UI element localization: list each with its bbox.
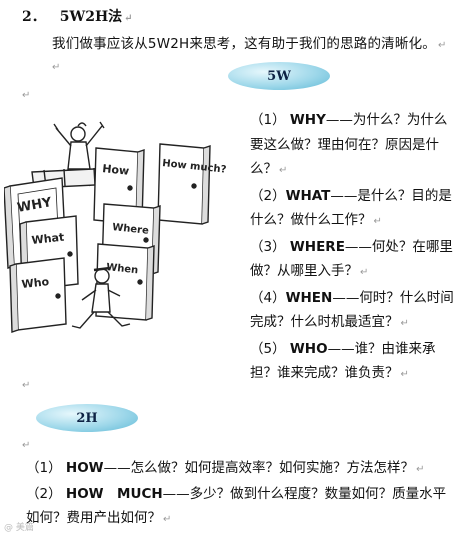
badge-5w: 5W bbox=[228, 62, 330, 90]
door-who bbox=[9, 257, 67, 333]
section-number: 2． bbox=[22, 9, 46, 25]
five-w-list: （1） WHY——为什么？为什么要这么做？理由何在？原因是什么？↵ （2）WHA… bbox=[250, 108, 455, 388]
paragraph-mark: ↵ bbox=[22, 380, 31, 391]
door-label-when: When bbox=[106, 262, 139, 276]
section-title: 2． 5W2H法↵ bbox=[22, 6, 133, 26]
five-w-item: （1） WHY——为什么？为什么要这么做？理由何在？原因是什么？↵ bbox=[250, 112, 448, 177]
section-title-text: 5W2H法 bbox=[59, 9, 123, 25]
five-w-item: （2）WHAT——是什么？目的是什么？做什么工作？↵ bbox=[250, 187, 452, 229]
badge-2h: 2H bbox=[36, 404, 138, 432]
paragraph-mark: ↵ bbox=[52, 62, 61, 73]
paragraph-mark: ↵ bbox=[437, 40, 447, 51]
door-label-why: WHY bbox=[16, 195, 53, 216]
door-label-what: What bbox=[31, 231, 65, 247]
five-w-item: （3） WHERE——何处？在哪里做？从哪里入手？↵ bbox=[250, 238, 453, 280]
intro-paragraph: 我们做事应该从5W2H来思考，这有助于我们的思路的清晰化。↵ bbox=[52, 32, 447, 52]
badge-2h-label: 2H bbox=[76, 410, 98, 426]
door-how-much bbox=[157, 143, 211, 225]
two-h-item: （1） HOW——怎么做？如何提高效率？如何实施？方法怎样？↵ bbox=[26, 460, 425, 476]
five-w-item: （5） WHO——谁？由谁来承担？谁来完成？谁负责？↵ bbox=[250, 340, 436, 382]
watermark: @ 美篇 bbox=[4, 523, 34, 533]
paragraph-mark: ↵ bbox=[22, 440, 31, 451]
door-label-where: Where bbox=[112, 222, 150, 237]
paragraph-mark: ↵ bbox=[22, 90, 31, 101]
door-label-who: Who bbox=[21, 275, 50, 291]
badge-5w-label: 5W bbox=[267, 68, 291, 84]
running-figure bbox=[71, 266, 131, 329]
paragraph-mark: ↵ bbox=[124, 13, 133, 24]
intro-text: 我们做事应该从5W2H来思考，这有助于我们的思路的清晰化。 bbox=[52, 36, 436, 52]
five-w-item: （4）WHEN——何时？什么时间完成？什么时机最适宜？↵ bbox=[250, 289, 454, 331]
doors-illustration: WHY How How much? Where What When Who bbox=[4, 121, 227, 333]
two-h-item: （2） HOW MUCH——多少？做到什么程度？数量如何？质量水平如何？费用产出… bbox=[26, 486, 447, 526]
two-h-list: （1） HOW——怎么做？如何提高效率？如何实施？方法怎样？↵ （2） HOW … bbox=[26, 456, 456, 532]
door-label-how: How bbox=[102, 162, 130, 178]
